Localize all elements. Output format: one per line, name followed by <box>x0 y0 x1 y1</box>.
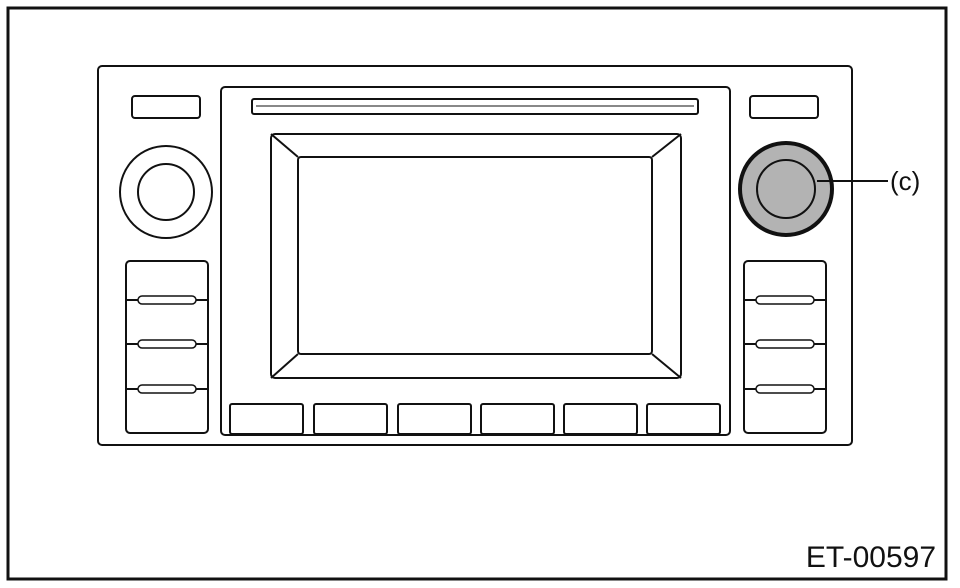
top-left-button <box>131 95 201 119</box>
preset-button <box>646 403 721 435</box>
preset-button <box>397 403 472 435</box>
preset-button-row <box>229 403 721 435</box>
top-right-button <box>749 95 819 119</box>
right-knob <box>738 141 834 237</box>
preset-button <box>229 403 304 435</box>
figure-code: ET-00597 <box>806 541 936 574</box>
callout-label: (c) <box>890 166 920 196</box>
left-button-stack <box>125 260 209 434</box>
left-knob <box>119 145 213 239</box>
preset-button <box>313 403 388 435</box>
disc-slot <box>251 98 699 115</box>
preset-button <box>480 403 555 435</box>
callout: (c) <box>817 166 920 196</box>
display-screen <box>270 133 682 379</box>
right-button-stack <box>743 260 827 434</box>
preset-button <box>563 403 638 435</box>
